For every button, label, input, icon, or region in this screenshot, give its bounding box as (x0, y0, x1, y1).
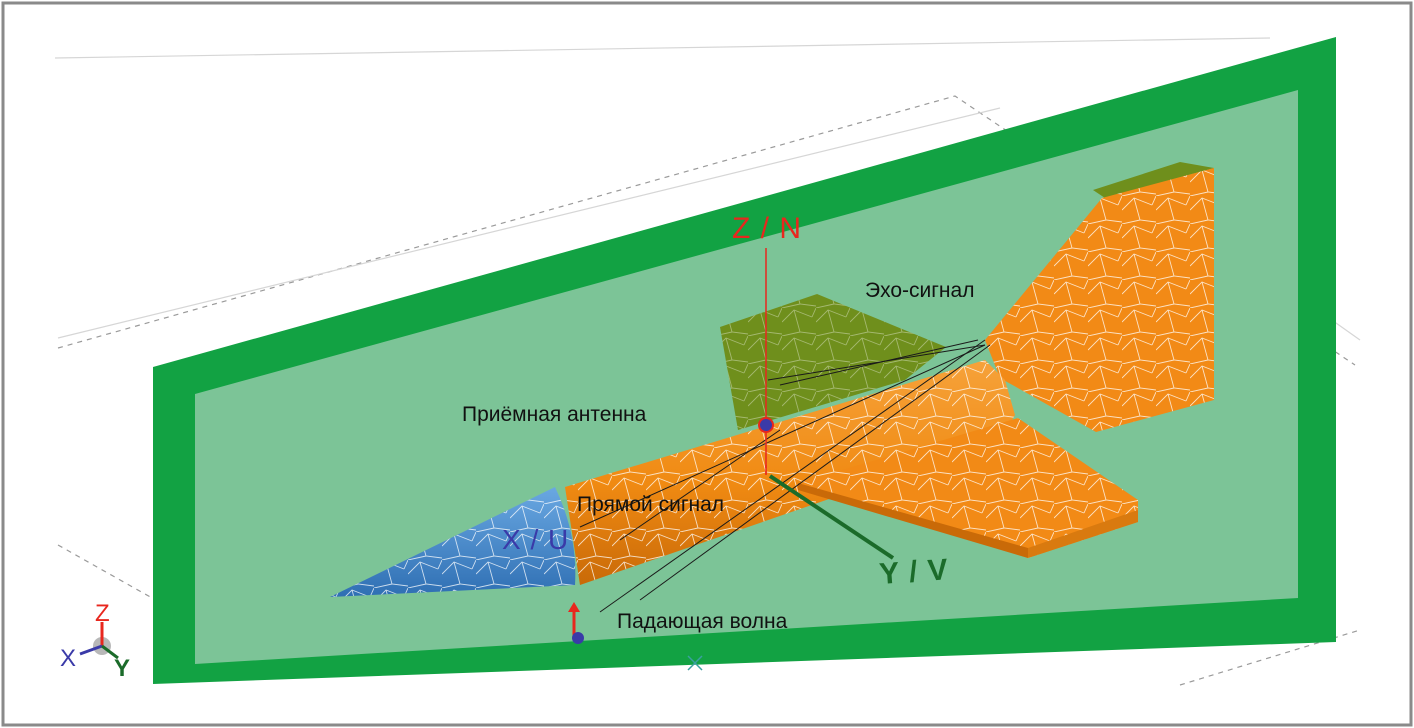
orientation-triad[interactable]: Z X Y (60, 600, 130, 682)
axis-label-yv: Y / V (878, 553, 950, 591)
label-incident-wave: Падающая волна (617, 610, 788, 633)
label-receiver-antenna: Приёмная антенна (462, 403, 647, 426)
axis-label-xu: X / U (502, 524, 569, 555)
y-axis-line (768, 474, 895, 560)
triad-x-label: X (60, 645, 76, 672)
triad-z-label: Z (95, 600, 110, 627)
receiver-antenna-marker[interactable] (758, 417, 774, 433)
signal-rays (579, 339, 991, 613)
fin-top-edge (1093, 162, 1214, 198)
incident-source-marker[interactable] (572, 632, 584, 644)
label-echo-signal: Эхо-сигнал (865, 279, 974, 302)
cross-marker-icon (687, 655, 703, 671)
axis-label-zn: Z / N (732, 212, 802, 245)
triad-y-label: Y (114, 655, 130, 682)
label-direct-signal: Прямой сигнал (577, 493, 724, 516)
